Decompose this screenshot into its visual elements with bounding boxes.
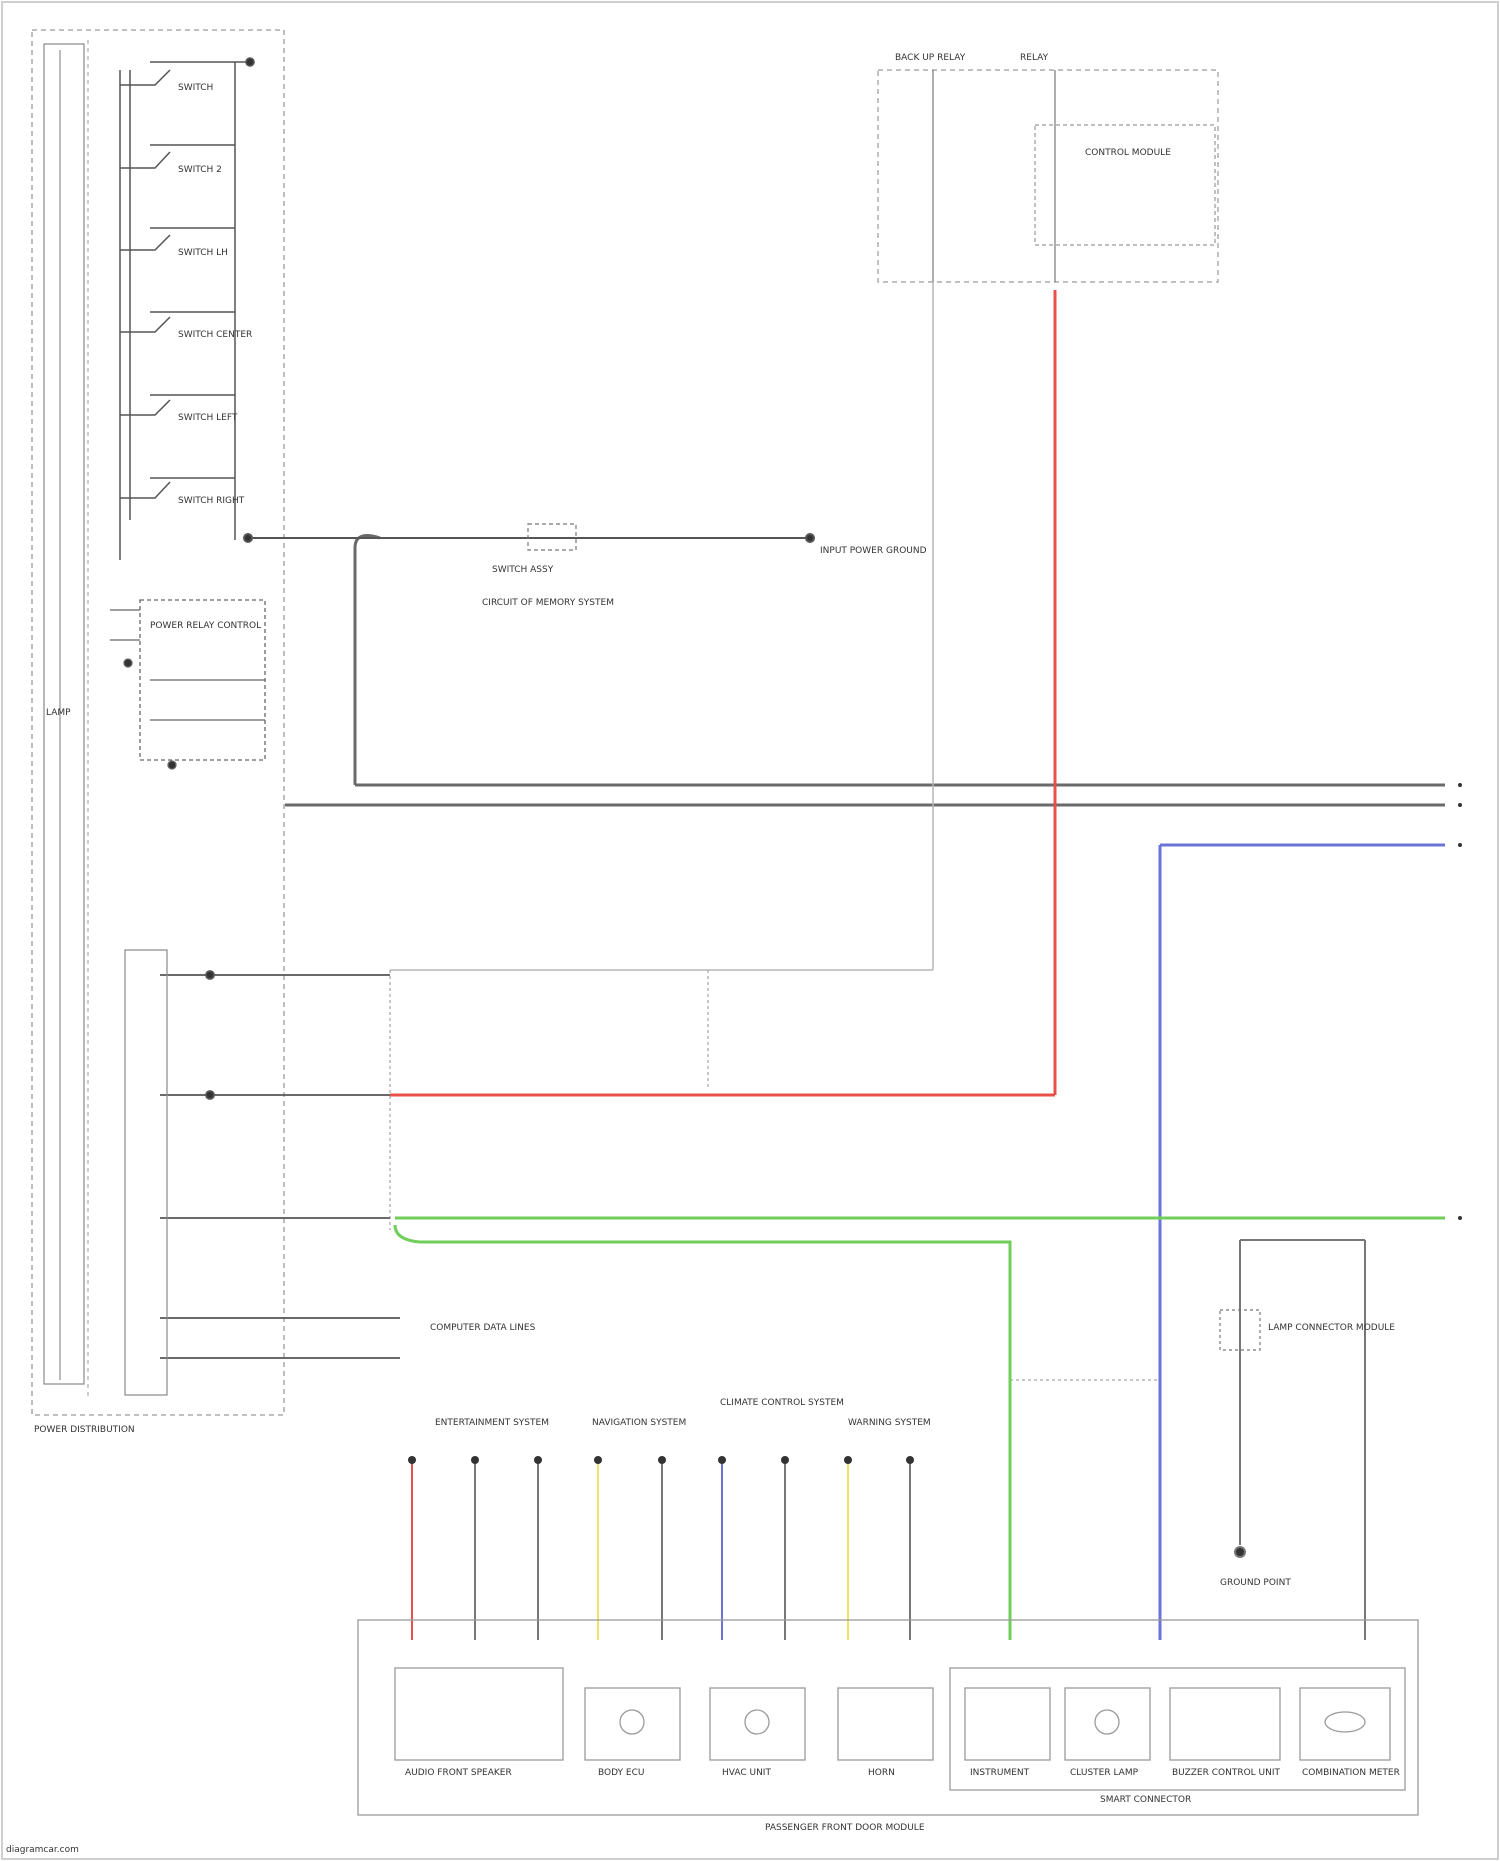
left-stubs <box>125 950 400 1395</box>
left-switch-ladder <box>120 58 254 560</box>
switch-label-1: SWITCH <box>178 83 213 93</box>
switch-label-4: SWITCH CENTER <box>178 330 252 340</box>
bottom-group-navigation: NAVIGATION SYSTEM <box>592 1418 686 1428</box>
box-instrument: INSTRUMENT <box>970 1768 1030 1778</box>
relay-label-right: RELAY <box>1020 53 1049 63</box>
bottom-group-climate: CLIMATE CONTROL SYSTEM <box>720 1398 844 1408</box>
switch-label-6: SWITCH RIGHT <box>178 496 245 506</box>
box-horn: HORN <box>868 1768 895 1778</box>
box-cluster-lamp: CLUSTER LAMP <box>1070 1768 1139 1778</box>
box-body-ecu: BODY ECU <box>598 1768 644 1778</box>
right-ground-label: GROUND POINT <box>1220 1578 1291 1588</box>
right-edge-connectors <box>1458 783 1462 1220</box>
relay-label-sub: CONTROL MODULE <box>1085 148 1171 158</box>
right-component-label: LAMP CONNECTOR MODULE <box>1268 1323 1395 1333</box>
middle-component-label: SWITCH ASSY <box>492 565 554 575</box>
box-hvac: HVAC UNIT <box>722 1768 771 1778</box>
bottom-module-panel <box>358 1620 1418 1815</box>
middle-right-label: INPUT POWER GROUND <box>820 546 927 556</box>
bottom-verticals <box>408 1456 914 1640</box>
bottom-group-labels: ENTERTAINMENT SYSTEM NAVIGATION SYSTEM C… <box>435 1398 931 1428</box>
top-right-relay-block <box>878 70 1218 282</box>
inner-panel-label: SMART CONNECTOR <box>1100 1795 1191 1805</box>
blue-wire <box>1160 845 1445 1640</box>
gray-top-line <box>244 524 814 550</box>
bottom-group-entertainment: ENTERTAINMENT SYSTEM <box>435 1418 549 1428</box>
switch-label-5: SWITCH LEFT <box>178 413 238 423</box>
switch-label-3: SWITCH LH <box>178 248 228 258</box>
bottom-panel-label: PASSENGER FRONT DOOR MODULE <box>765 1823 925 1833</box>
box-meter: COMBINATION METER <box>1302 1768 1400 1778</box>
power-relay-label: POWER RELAY CONTROL <box>150 621 261 631</box>
power-distribution-label: POWER DISTRIBUTION <box>34 1425 135 1435</box>
gray-bus <box>285 536 1445 805</box>
switch-label-2: SWITCH 2 <box>178 165 222 175</box>
bottom-box-labels: AUDIO FRONT SPEAKER BODY ECU HVAC UNIT H… <box>405 1768 1400 1833</box>
left-switch-labels: SWITCH SWITCH 2 SWITCH LH SWITCH CENTER … <box>178 83 252 506</box>
middle-component-sub: CIRCUIT OF MEMORY SYSTEM <box>482 598 614 608</box>
bottom-group-warning: WARNING SYSTEM <box>848 1418 931 1428</box>
computer-link-label: COMPUTER DATA LINES <box>430 1323 536 1333</box>
green-wire <box>395 1218 1445 1640</box>
relay-label-left: BACK UP RELAY <box>895 53 966 63</box>
power-distribution-block: LAMP POWER DISTRIBUTION <box>32 30 284 1435</box>
red-wire <box>390 290 1055 1095</box>
box-audio-speaker: AUDIO FRONT SPEAKER <box>405 1768 512 1778</box>
light-wire <box>390 282 1160 1380</box>
box-buzzer: BUZZER CONTROL UNIT <box>1172 1768 1281 1778</box>
lamp-rail-label: LAMP <box>46 708 71 718</box>
watermark: diagramcar.com <box>6 1845 79 1855</box>
